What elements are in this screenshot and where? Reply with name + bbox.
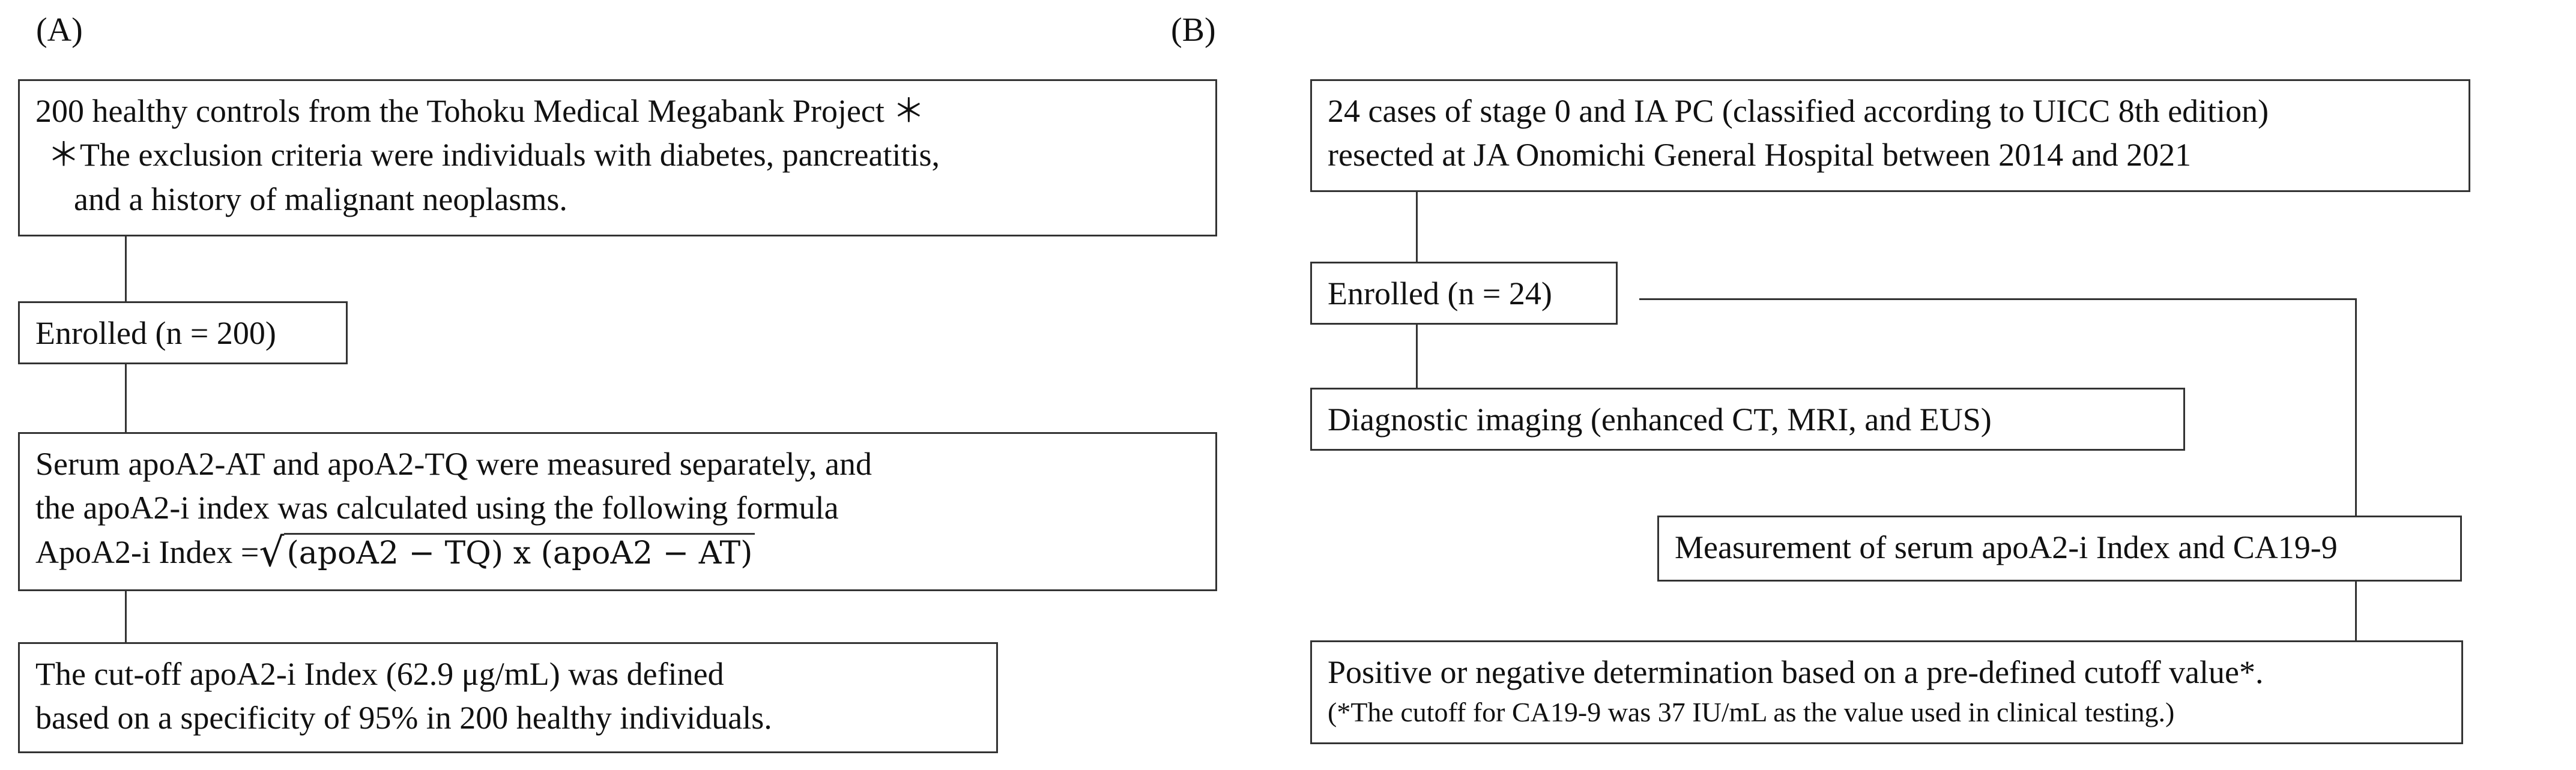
b-cutoff-note: (*The cutoff for CA19-9 was 37 IU/mL as … (1328, 697, 2175, 728)
a-formula-box: Serum apoA2-AT and apoA2-TQ were measure… (18, 432, 1217, 591)
panel-a-label: (A) (36, 11, 83, 49)
square-root-symbol: √ (259, 529, 285, 576)
a-connector-2 (125, 364, 127, 432)
b-determination-box: Positive or negative determination based… (1310, 640, 2463, 744)
a-formula-radicand: (apoA2 − TQ) x (apoA2 − AT) (284, 533, 755, 572)
b-hospital-text: resected at JA Onomichi General Hospital… (1328, 137, 2192, 173)
b-measurement-text: Measurement of serum apoA2-i Index and C… (1675, 529, 2338, 565)
b-cases-text: 24 cases of stage 0 and IA PC (classifie… (1328, 93, 2269, 129)
a-formula-prefix: ApoA2-i Index = (35, 534, 259, 570)
b-enrolled-text: Enrolled (n = 24) (1328, 275, 1552, 311)
b-measurement-box: Measurement of serum apoA2-i Index and C… (1657, 516, 2462, 582)
a-controls-box: 200 healthy controls from the Tohoku Med… (18, 79, 1217, 236)
a-measure-text: Serum apoA2-AT and apoA2-TQ were measure… (35, 446, 872, 482)
b-imaging-box: Diagnostic imaging (enhanced CT, MRI, an… (1310, 388, 2185, 451)
a-enrolled-text: Enrolled (n = 200) (35, 315, 276, 351)
b-connector-2 (1416, 325, 1418, 388)
a-cutoff-text: The cut-off apoA2-i Index (62.9 μg/mL) w… (35, 656, 724, 692)
b-branch-vertical (2355, 298, 2357, 516)
a-cutoff-basis: based on a specificity of 95% in 200 hea… (35, 700, 772, 736)
a-exclusion-note-cont: and a history of malignant neoplasms. (74, 181, 567, 217)
a-connector-3 (125, 591, 127, 642)
a-formula: ApoA2-i Index = √ (apoA2 − TQ) x (apoA2 … (35, 531, 755, 574)
b-branch-horizontal (1639, 298, 2357, 300)
a-exclusion-note: ＊The exclusion criteria were individuals… (47, 137, 940, 173)
panel-b-label: (B) (1171, 11, 1216, 49)
a-controls-text: 200 healthy controls from the Tohoku Med… (35, 93, 925, 129)
b-connector-1 (1416, 192, 1418, 262)
b-enrolled-box: Enrolled (n = 24) (1310, 262, 1618, 325)
b-imaging-text: Diagnostic imaging (enhanced CT, MRI, an… (1328, 402, 1992, 438)
a-cutoff-box: The cut-off apoA2-i Index (62.9 μg/mL) w… (18, 642, 998, 753)
a-connector-1 (125, 236, 127, 301)
a-enrolled-box: Enrolled (n = 200) (18, 301, 348, 364)
b-determination-text: Positive or negative determination based… (1328, 654, 2264, 690)
b-connector-3 (2355, 582, 2357, 640)
b-cases-box: 24 cases of stage 0 and IA PC (classifie… (1310, 79, 2470, 192)
a-index-text: the apoA2-i index was calculated using t… (35, 490, 839, 526)
